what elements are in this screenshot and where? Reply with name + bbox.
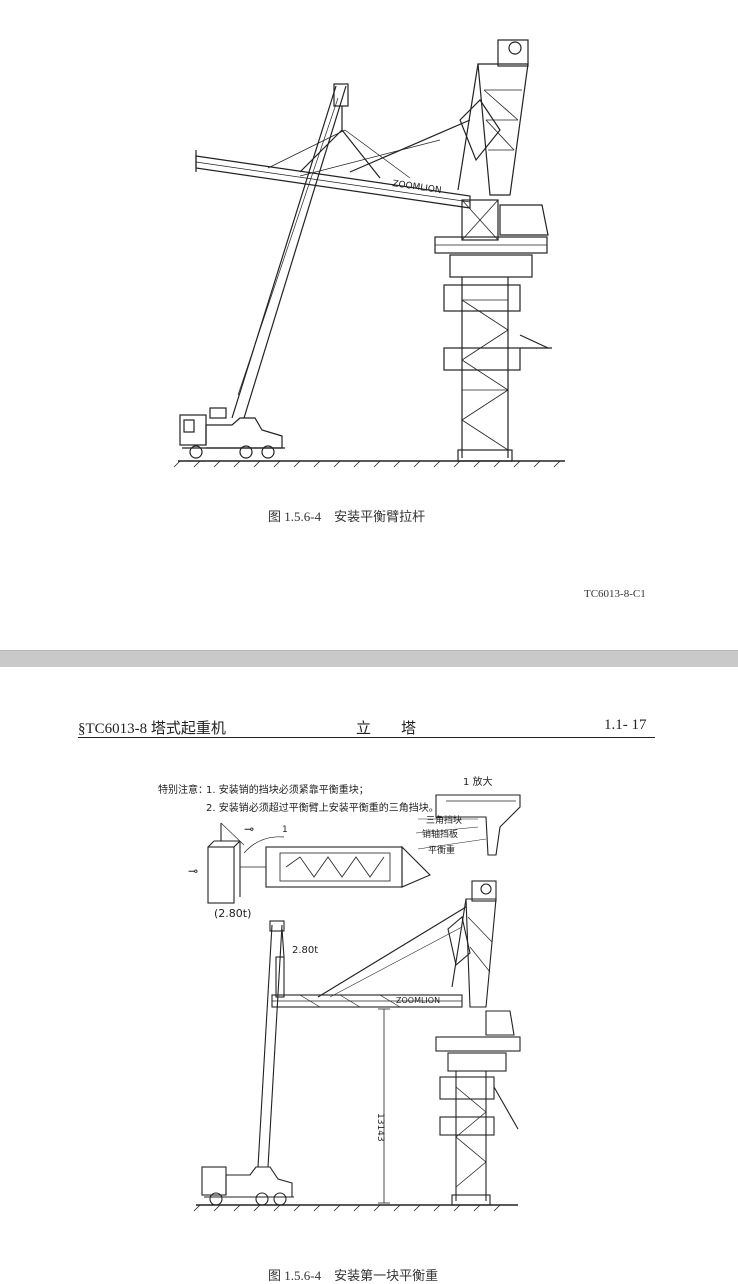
weight-hook-label: 2.80t: [292, 945, 319, 956]
detail-label-triangle-block: 三角挡块: [426, 816, 463, 826]
callout-number: 1: [282, 825, 288, 835]
svg-text:⊸: ⊸: [244, 822, 254, 836]
svg-text:⊸: ⊸: [188, 864, 198, 878]
header-title: §TC6013-8 塔式起重机: [78, 721, 226, 737]
jib-brand-text: ZOOMLION: [392, 179, 443, 196]
figure-caption-1: 图 1.5.6-4 安装平衡臂拉杆: [268, 509, 426, 524]
detail-title: 1 放大: [463, 777, 493, 788]
crane-drawing-first-counterweight: ⊸ ⊸: [188, 794, 521, 1212]
weight-block-label: (2.80t): [214, 907, 252, 920]
detail-label-counterweight: 平衡重: [428, 846, 456, 856]
detail-label-pin-plate: 销轴挡板: [422, 830, 459, 840]
header-rule: [78, 737, 655, 738]
header-page-number: 1.1- 17: [604, 717, 647, 733]
dimension-text: 13143: [375, 1113, 385, 1142]
note-heading: 特别注意：: [158, 785, 208, 796]
note-1: 1. 安装销的挡块必须紧靠平衡重块；: [206, 785, 369, 796]
crane-drawing-jib-tie-install: ZOOMLION: [173, 39, 565, 468]
page-separator: [0, 650, 738, 668]
note-2: 2. 安装销必须超过平衡臂上安装平衡重的三角挡块。: [206, 803, 439, 814]
jib-brand-text-2: ZOOMLION: [396, 996, 440, 1005]
page-2: §TC6013-8 塔式起重机 立 塔 1.1- 17 特别注意： 1. 安装销…: [0, 667, 738, 1283]
page-1: ZOOMLION 图 1.5.6-4 安装平衡臂拉杆 TC6013-8-C1: [173, 39, 646, 600]
header-section: 立 塔: [356, 721, 417, 737]
document-id: TC6013-8-C1: [584, 588, 646, 600]
figure-caption-2: 图 1.5.6-4 安装第一块平衡重: [268, 1268, 439, 1283]
